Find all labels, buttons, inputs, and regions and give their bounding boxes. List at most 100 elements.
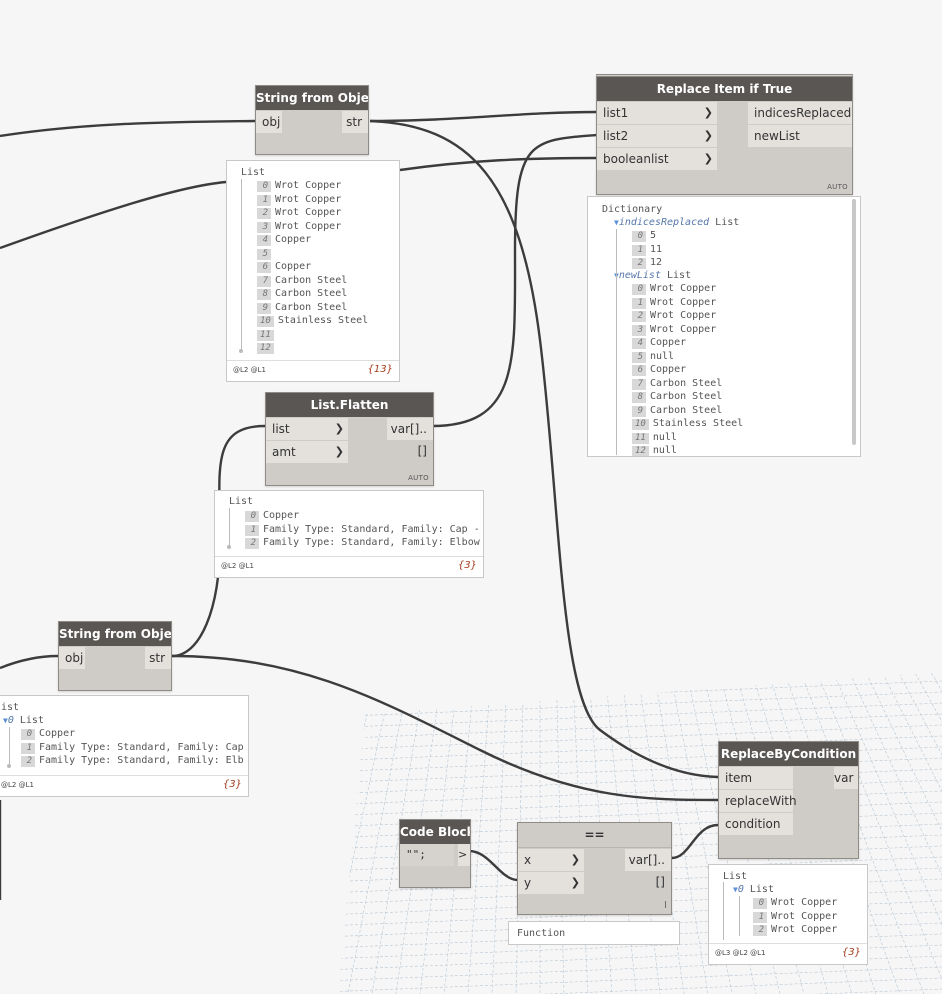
list-index: 4 [632, 338, 646, 349]
input-port-list[interactable]: list❯ [266, 418, 348, 441]
preview-bubble-equals: Function [508, 921, 680, 945]
list-index: 6 [632, 365, 646, 376]
node-list-flatten[interactable]: List.Flatten list❯ amt❯ var[]..[] AUTO [265, 392, 434, 486]
node-string-from-object-top[interactable]: String from Object obj str [255, 85, 369, 155]
list-value: Copper [275, 234, 312, 245]
input-port-condition[interactable]: condition [719, 813, 793, 836]
output-port-str[interactable]: str [145, 647, 171, 670]
list-item: 11 [257, 328, 278, 341]
list-value: Carbon Steel [275, 301, 348, 313]
lacing-indicator: AUTO [408, 474, 429, 482]
output-port-var[interactable]: var [834, 767, 858, 790]
node-replace-item-if-true[interactable]: Replace Item if True list1❯ list2❯ boole… [596, 74, 853, 195]
expand-triangle-icon: ▼ [614, 218, 619, 227]
node-title[interactable]: String from Object [59, 622, 171, 646]
chevron-right-icon: ❯ [703, 106, 713, 119]
list-value: Wrot Copper [275, 180, 342, 191]
input-port-obj[interactable]: obj [59, 647, 85, 670]
list-index: 9 [257, 302, 271, 314]
sublist-header: ▼0 List [733, 884, 774, 895]
chevron-right-icon: ❯ [334, 422, 344, 435]
node-replace-by-condition[interactable]: ReplaceByCondition item replaceWith cond… [718, 741, 859, 859]
list-index: 0 [257, 181, 271, 192]
list-index: 2 [257, 208, 271, 219]
item-count: {13} [367, 364, 393, 375]
list-value: null [650, 350, 675, 362]
list-value: 11 [650, 243, 663, 255]
input-port-amt[interactable]: amt❯ [266, 441, 348, 464]
list-index: 1 [21, 742, 35, 754]
node-code-block[interactable]: Code Block ""; > [399, 819, 471, 888]
output-port-indices-replaced[interactable]: indicesReplaced [748, 102, 852, 125]
node-string-from-object-bottom[interactable]: String from Object obj str [58, 621, 172, 691]
list-value: Wrot Copper [275, 193, 342, 205]
node-title[interactable]: ReplaceByCondition [719, 742, 858, 766]
input-port-item[interactable]: item [719, 767, 793, 790]
input-port-x[interactable]: x❯ [518, 849, 584, 872]
list-index: 0 [632, 231, 646, 242]
list-item: 12 [257, 341, 278, 354]
node-title[interactable]: List.Flatten [266, 393, 433, 417]
input-port-booleanlist[interactable]: booleanlist❯ [597, 148, 717, 171]
code-editor[interactable]: ""; [400, 844, 454, 867]
node-title[interactable]: String from Object [256, 86, 368, 110]
list-levels: @L3 @L2 @L1 [715, 949, 766, 957]
output-port-var[interactable]: var[]..[] [625, 849, 671, 889]
list-index: 1 [257, 194, 271, 206]
list-index: 1 [753, 911, 767, 923]
list-value: Family Type: Standard, Family: Cap - [263, 523, 480, 535]
list-index: 2 [21, 756, 35, 767]
input-port-list1[interactable]: list1❯ [597, 102, 717, 125]
output-port[interactable]: > [458, 844, 470, 867]
chevron-right-icon: ❯ [570, 853, 580, 866]
node-title[interactable]: Replace Item if True [597, 77, 852, 101]
node-title[interactable]: == [518, 823, 671, 848]
list-index: 10 [257, 316, 274, 327]
input-port-obj[interactable]: obj [256, 111, 282, 134]
list-value: Copper [650, 337, 687, 348]
input-port-list2[interactable]: list2❯ [597, 125, 717, 148]
output-port-var[interactable]: var[]..[] [387, 418, 433, 458]
item-count: {3} [222, 779, 242, 790]
output-port-str[interactable]: str [342, 111, 368, 134]
list-index: 5 [257, 248, 271, 260]
function-label: Function [517, 928, 566, 939]
list-value: Carbon Steel [650, 377, 723, 389]
list-value: null [652, 445, 677, 456]
list-index: 7 [257, 275, 271, 287]
expand-triangle-icon: ▼ [3, 716, 8, 725]
list-item: 4 Copper [632, 336, 686, 349]
list-item: 1 Family Type: Standard, Family: Cap - [245, 523, 480, 536]
lacing-indicator: l [664, 901, 667, 911]
output-port-new-list[interactable]: newList [748, 125, 852, 148]
input-port-y[interactable]: y❯ [518, 872, 584, 895]
input-port-replace-with[interactable]: replaceWith [719, 790, 797, 813]
node-equals[interactable]: == x❯ y❯ var[]..[] l [517, 822, 672, 915]
list-index: 1 [245, 524, 259, 536]
list-index: 2 [245, 538, 259, 549]
list-levels: @L2 @L1 [233, 366, 266, 374]
list-index: 12 [257, 343, 274, 354]
list-value: 12 [650, 257, 663, 268]
list-index: 3 [632, 324, 646, 336]
list-value: 5 [650, 230, 657, 241]
list-index: 3 [257, 221, 271, 233]
preview-header: Dictionary [602, 204, 663, 215]
node-title[interactable]: Code Block [400, 820, 470, 844]
list-value: Wrot Copper [650, 323, 717, 335]
preview-scrollbar[interactable] [852, 199, 856, 445]
